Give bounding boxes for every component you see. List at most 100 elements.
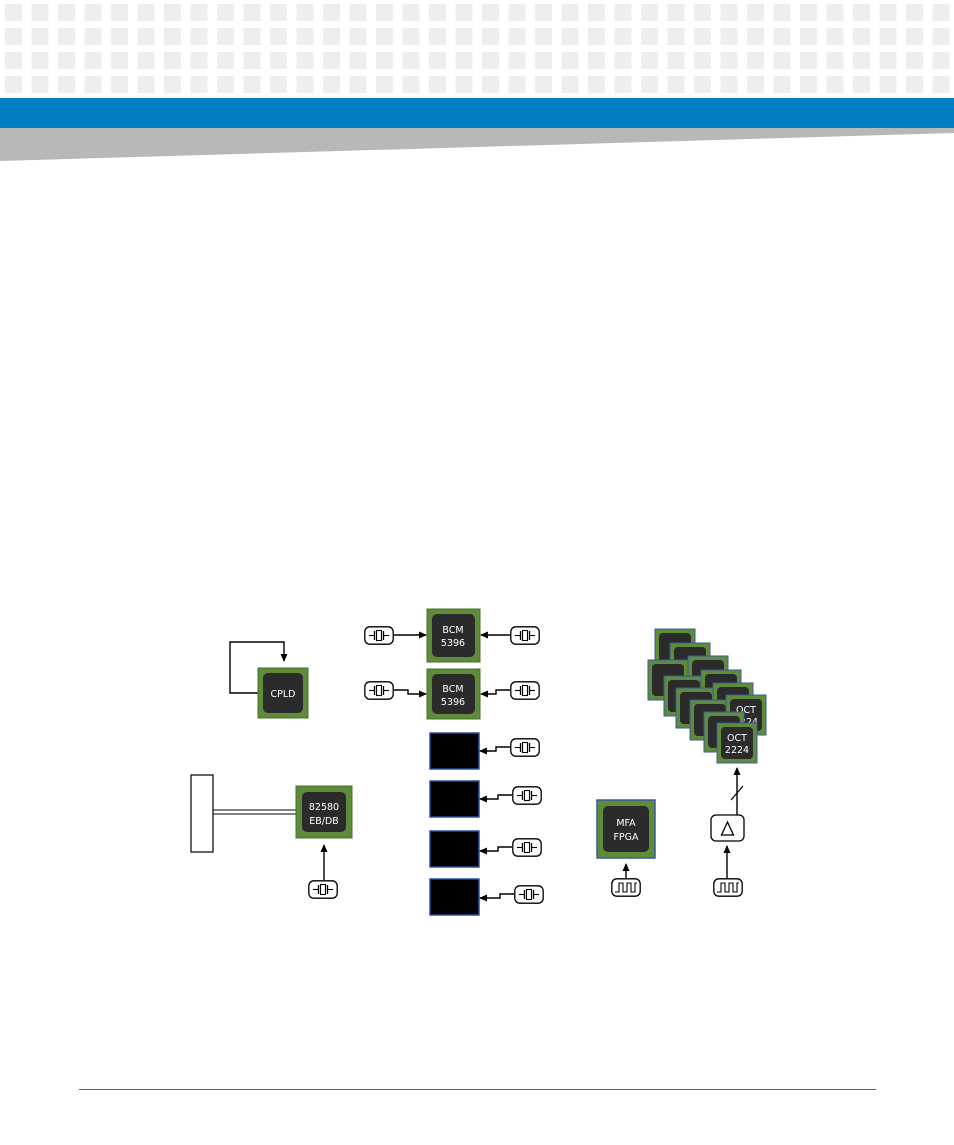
header-pattern-square xyxy=(270,28,287,45)
header-pattern-square xyxy=(535,4,552,21)
header-pattern-square xyxy=(402,4,420,21)
header-pattern-square xyxy=(906,76,923,93)
header-pattern-square xyxy=(614,52,632,69)
header-pattern-square xyxy=(243,4,261,21)
header-pattern-square xyxy=(31,52,49,69)
header-pattern-square xyxy=(429,4,446,21)
header-pattern-square xyxy=(270,52,287,69)
header-pattern-square xyxy=(190,52,208,69)
header-pattern-square xyxy=(376,28,393,45)
black-box-4 xyxy=(429,878,480,916)
header-pattern-square xyxy=(58,76,75,93)
header-pattern-square xyxy=(58,28,75,45)
header-pattern-square xyxy=(84,52,102,69)
header-pattern-square xyxy=(5,28,22,45)
crystal-oscillator-icon xyxy=(364,681,394,700)
bcm-bottom-left-clock-arrow xyxy=(394,689,427,698)
header-pattern-square xyxy=(270,76,287,93)
header-pattern-square xyxy=(111,4,128,21)
header-pattern-square xyxy=(455,4,473,21)
header-pattern-square xyxy=(906,52,923,69)
crystal-oscillator-icon xyxy=(510,738,540,757)
header-pattern-square xyxy=(84,76,102,93)
header-pattern-square xyxy=(535,76,552,93)
mfa-fpga-chip: MFA FPGA xyxy=(596,799,656,859)
header-pattern-square xyxy=(455,52,473,69)
nic-label-line2: EB/DB xyxy=(309,816,339,827)
mfa-label-line2: FPGA xyxy=(613,832,639,843)
connector-block xyxy=(190,774,214,853)
bcm5396-chip-bottom: BCM 5396 xyxy=(426,668,481,720)
nic-82580-chip: 82580 EB/DB xyxy=(295,785,353,839)
header-pattern-square xyxy=(588,28,605,45)
header-pattern-square xyxy=(694,4,711,21)
bcm-top-label-line1: BCM xyxy=(442,625,463,636)
bus-slash-mark xyxy=(730,785,744,801)
header-pattern-square xyxy=(349,4,367,21)
header-pattern-square xyxy=(429,52,446,69)
triangle-buffer-icon xyxy=(710,814,745,842)
header-pattern-square xyxy=(879,52,897,69)
header-pattern-square xyxy=(800,52,817,69)
crystal-oscillator-icon xyxy=(510,681,540,700)
header-pattern-square xyxy=(190,4,208,21)
header-pattern-square xyxy=(5,52,22,69)
header-pattern-square xyxy=(879,4,897,21)
header-pattern-square xyxy=(747,76,764,93)
header-pattern-square xyxy=(800,4,817,21)
header-pattern-square xyxy=(906,28,923,45)
header-pattern-square xyxy=(376,4,393,21)
header-pattern-square xyxy=(614,76,632,93)
header-pattern-square xyxy=(111,28,128,45)
header-pattern-square xyxy=(217,76,234,93)
header-pattern-square xyxy=(58,52,75,69)
header-pattern-square xyxy=(190,76,208,93)
header-pattern-square xyxy=(111,76,128,93)
header-pattern-square xyxy=(164,52,181,69)
header-pattern-square xyxy=(906,4,923,21)
header-pattern-square xyxy=(5,4,22,21)
bcm-bottom-label-line1: BCM xyxy=(442,684,463,695)
header-pattern-square xyxy=(694,52,711,69)
black-box-2 xyxy=(429,780,480,818)
header-pattern-square xyxy=(164,76,181,93)
nic-label-line1: 82580 xyxy=(309,802,339,813)
header-pattern-square xyxy=(243,76,261,93)
header-pattern-square xyxy=(720,28,738,45)
header-pattern-square xyxy=(773,28,791,45)
header-pattern-square xyxy=(720,76,738,93)
header-pattern-square xyxy=(164,28,181,45)
header-pattern-square xyxy=(84,4,102,21)
header-pattern-square xyxy=(323,4,340,21)
header-pattern-square xyxy=(588,4,605,21)
crystal-oscillator-icon xyxy=(514,885,544,904)
header-pattern-square xyxy=(561,76,579,93)
header-pattern-square xyxy=(270,4,287,21)
crystal-oscillator-icon xyxy=(510,626,540,645)
header-pattern-square xyxy=(402,52,420,69)
header-pattern-square xyxy=(508,28,526,45)
header-pattern-square xyxy=(773,4,791,21)
header-pattern-square xyxy=(561,4,579,21)
header-pattern-square xyxy=(694,76,711,93)
header-pattern-square xyxy=(932,52,950,69)
header-pattern-square xyxy=(429,28,446,45)
header-pattern-square xyxy=(84,28,102,45)
header-pattern-square xyxy=(137,52,155,69)
header-pattern-square xyxy=(190,28,208,45)
header-pattern-square xyxy=(747,52,764,69)
header-pattern-square xyxy=(508,52,526,69)
cpld-chip: CPLD xyxy=(257,667,309,719)
crystal-oscillator-icon xyxy=(308,880,338,899)
header-pattern-square xyxy=(5,76,22,93)
header-pattern-square xyxy=(137,76,155,93)
header-pattern-square xyxy=(641,28,658,45)
header-pattern-square xyxy=(932,76,950,93)
header-pattern-square xyxy=(853,76,870,93)
header-pattern-square xyxy=(296,52,314,69)
header-pattern-square xyxy=(482,76,499,93)
square-wave-clock-icon xyxy=(611,878,641,897)
header-pattern-square xyxy=(402,76,420,93)
header-pattern-square xyxy=(773,76,791,93)
header-pattern-square xyxy=(137,28,155,45)
